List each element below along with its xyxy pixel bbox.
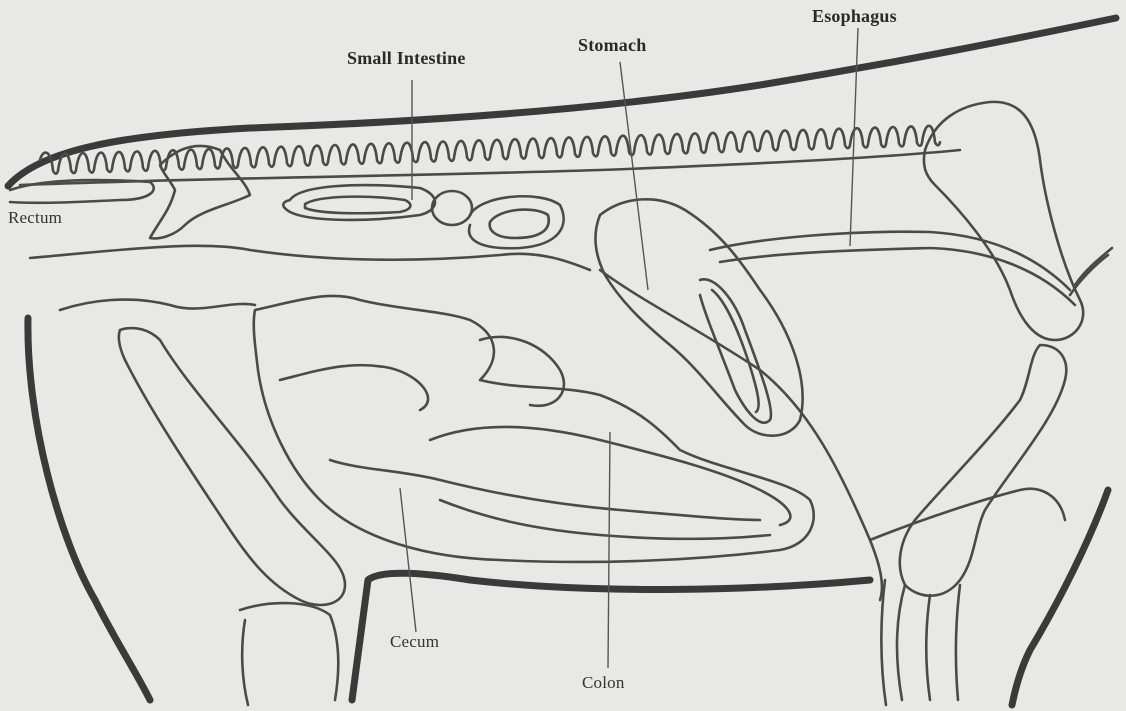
small-intestine-coil-2 — [305, 197, 410, 214]
leader-cecum — [400, 488, 416, 632]
front-leg-lower — [881, 580, 960, 705]
colon-fold-1 — [280, 365, 428, 410]
small-intestine-coil-4 — [490, 210, 549, 238]
label-stomach: Stomach — [578, 35, 646, 56]
front-leg-bone — [900, 345, 1066, 596]
leader-colon — [608, 432, 610, 668]
leader-stomach — [620, 62, 648, 290]
rear-leg-lower — [240, 603, 338, 705]
small-intestine-loop — [432, 191, 472, 225]
label-rectum: Rectum — [8, 208, 62, 228]
chest-wall — [870, 489, 1065, 540]
esophagus-tube — [710, 232, 1070, 290]
stomach-outline — [595, 199, 802, 435]
colon-fold-3 — [330, 460, 760, 520]
label-esophagus: Esophagus — [812, 6, 897, 27]
label-cecum: Cecum — [390, 632, 439, 652]
back-outline — [8, 18, 1116, 186]
label-colon: Colon — [582, 673, 625, 693]
head-outline — [924, 102, 1083, 340]
label-small-intestine: Small Intestine — [347, 48, 466, 69]
front-leg-outline — [1012, 490, 1108, 705]
thigh-outline — [60, 300, 255, 310]
trachea-lines — [1070, 248, 1112, 295]
rear-leg-bone — [119, 328, 345, 605]
pelvis-bone — [150, 146, 250, 238]
stomach-fold — [700, 279, 771, 422]
